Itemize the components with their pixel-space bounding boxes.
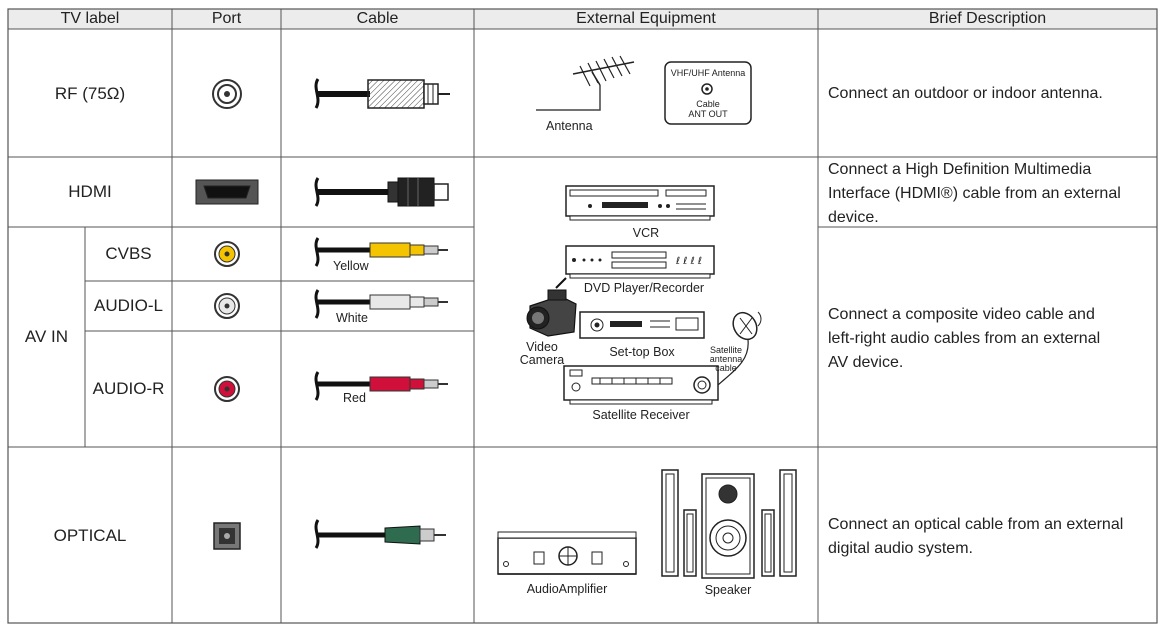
header-tv-label: TV label	[60, 10, 120, 27]
satellite-cable-label-1: Satellite	[709, 345, 743, 355]
hdmi-port-icon	[195, 179, 259, 205]
header-row-bg	[8, 9, 1157, 29]
speaker-system-icon	[661, 469, 797, 579]
satellite-cable-label-3: cable	[715, 363, 737, 373]
antenna-box-title: VHF/UHF Antenna	[670, 68, 746, 78]
satellite-cable-label-2: antenna	[709, 354, 743, 364]
description-hdmi-line: device.	[828, 209, 879, 226]
cvbs-port-icon	[214, 241, 240, 267]
label-hdmi: HDMI	[68, 182, 112, 201]
label-audio-l: AUDIO-L	[94, 296, 163, 315]
svg-text:ℓ ℓ ℓ ℓ: ℓ ℓ ℓ ℓ	[676, 256, 702, 267]
label-cvbs: CVBS	[105, 244, 152, 263]
label-av-in: AV IN	[24, 327, 69, 346]
label-rf: RF (75Ω)	[54, 84, 126, 103]
set-top-box-icon	[579, 311, 705, 339]
optical-port-icon	[213, 522, 241, 550]
description-av-line: AV device.	[828, 354, 904, 371]
description-optical-line: Connect an optical cable from an externa…	[828, 516, 1124, 533]
cvbs-cable-icon	[314, 237, 448, 267]
header-cable: Cable	[356, 10, 399, 27]
antenna-icon	[536, 55, 635, 111]
header-brief-description: Brief Description	[928, 10, 1047, 27]
satellite-receiver-label: Satellite Receiver	[592, 408, 690, 422]
dvd-player-icon: ℓ ℓ ℓ ℓ	[565, 245, 715, 279]
audio-amplifier-icon	[497, 531, 637, 575]
cable-label-red: Red	[343, 391, 366, 405]
header-port: Port	[211, 10, 242, 27]
antenna-wall-plate-icon	[664, 61, 752, 125]
antenna-label: Antenna	[546, 119, 593, 133]
set-top-box-label: Set-top Box	[609, 345, 675, 359]
label-audio-r: AUDIO-R	[92, 379, 165, 398]
description-av-line: Connect a composite video cable and	[828, 306, 1095, 323]
hdmi-cable-icon	[314, 177, 449, 207]
video-camera-label-2: Camera	[519, 353, 565, 367]
vcr-icon	[565, 185, 715, 221]
description-optical-line: digital audio system.	[828, 540, 973, 557]
rf-cable-icon	[314, 78, 450, 109]
vcr-label: VCR	[632, 226, 660, 240]
description-hdmi-line: Interface (HDMI®) cable from an external	[828, 185, 1121, 202]
antenna-box-ant-out: ANT OUT	[688, 109, 728, 119]
label-optical: OPTICAL	[53, 526, 127, 545]
rf-port-icon	[212, 79, 242, 109]
satellite-dish-icon	[717, 311, 762, 386]
audio-r-port-icon	[214, 376, 240, 402]
video-camera-label-1: Video	[526, 340, 558, 354]
description-hdmi-line: Connect a High Definition Multimedia	[828, 161, 1092, 178]
audio-r-cable-icon	[314, 371, 448, 401]
header-external-equipment: External Equipment	[576, 10, 716, 27]
cable-label-white: White	[336, 311, 368, 325]
audio-l-cable-icon	[314, 289, 448, 319]
cable-label-yellow: Yellow	[333, 259, 369, 273]
satellite-receiver-icon	[563, 365, 719, 405]
optical-cable-icon	[314, 519, 446, 549]
speaker-label: Speaker	[704, 583, 752, 597]
video-camera-icon	[526, 277, 577, 337]
description-av-line: left-right audio cables from an external	[828, 330, 1101, 347]
dvd-label: DVD Player/Recorder	[583, 281, 705, 295]
audio-l-port-icon	[214, 293, 240, 319]
antenna-box-cable: Cable	[696, 99, 720, 109]
description-rf: Connect an outdoor or indoor antenna.	[828, 85, 1103, 102]
amplifier-label: AudioAmplifier	[526, 582, 608, 596]
